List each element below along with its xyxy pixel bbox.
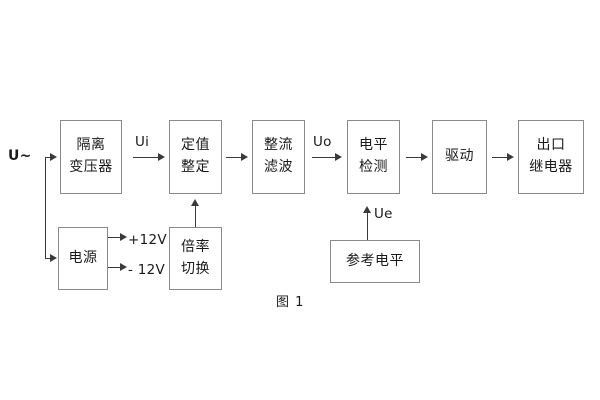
block-line: 电源 [68,249,98,266]
block-power-supply[interactable]: 电源 [58,227,108,290]
wire-rail-negative [108,267,122,268]
block-drive[interactable]: 驱动 [432,120,487,194]
wire-level-to-drive [406,157,422,158]
block-line: 变压器 [69,159,113,175]
block-rectify-filter[interactable]: 整流 滤波 [252,120,305,194]
block-level-detection[interactable]: 电平 检测 [347,120,400,194]
arrow-drive-to-relay [507,152,514,161]
arrow-multiplier-to-setting [190,199,199,206]
signal-label-positive-12v: +12V [128,232,167,248]
supply-bus-bottom-wire [45,258,53,259]
supply-bus-vertical-wire [45,157,46,259]
wire-drive-to-relay [492,157,508,158]
arrow-rectify-to-level [335,152,342,161]
arrow-reference-to-level [362,206,371,213]
signal-label-uo: Uo [313,134,332,150]
block-line: 整定 [181,159,210,175]
wire-setting-to-rectify [226,157,242,158]
block-line: 继电器 [529,159,573,175]
block-line: 整流 [264,137,293,154]
arrow-rail-positive [120,232,127,241]
block-line: 倍率 [181,238,210,255]
signal-label-ui: Ui [135,134,150,150]
wire-rectify-to-level [312,157,336,158]
source-label-u: U~ [8,148,32,164]
arrow-isolation-to-setting [158,152,165,161]
block-line: 定值 [181,137,210,154]
arrow-rail-negative [120,262,127,271]
wire-isolation-to-setting [133,157,159,158]
block-output-relay[interactable]: 出口 继电器 [518,120,584,194]
block-line: 驱动 [445,148,474,165]
block-line: 滤波 [264,159,293,175]
arrow-to-isolation-transformer [50,152,57,161]
block-line: 出口 [536,137,566,154]
block-line: 隔离 [76,137,106,154]
wire-reference-to-level [367,212,368,240]
block-multiplier-switch[interactable]: 倍率 切换 [169,227,222,290]
arrow-to-power-supply [50,253,57,262]
block-line: 参考电平 [346,252,404,269]
signal-label-negative-12v: - 12V [128,262,166,278]
block-reference-level[interactable]: 参考电平 [330,240,420,283]
block-line: 检测 [359,159,388,175]
block-line: 切换 [181,260,210,277]
figure-caption: 图 1 [276,295,305,310]
arrow-setting-to-rectify [241,152,248,161]
arrow-level-to-drive [421,152,428,161]
block-isolation-transformer[interactable]: 隔离 变压器 [60,120,122,194]
wire-rail-positive [108,237,122,238]
wire-multiplier-to-setting [195,205,196,227]
signal-label-ue: Ue [374,206,393,222]
block-setting-value[interactable]: 定值 整定 [169,120,222,194]
block-line: 电平 [359,137,388,154]
